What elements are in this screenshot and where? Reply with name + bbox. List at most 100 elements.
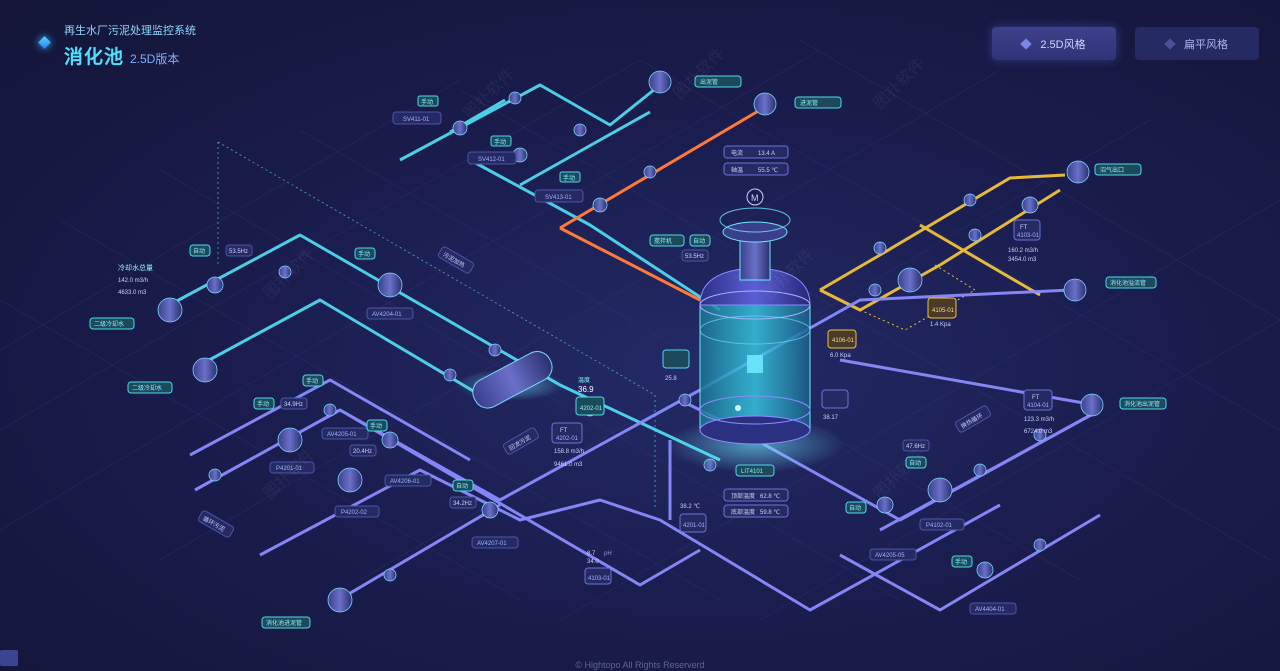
tag-av4207[interactable]: AV4207-01 bbox=[471, 536, 519, 549]
mixer-badge[interactable]: 搅拌机 bbox=[649, 234, 685, 247]
heat-ex-label[interactable]: 换热循环 bbox=[954, 405, 991, 433]
return-sludge-label[interactable]: 回流污泥 bbox=[502, 427, 539, 455]
svg-text:53.5Hz: 53.5Hz bbox=[685, 254, 704, 260]
style-flat-button[interactable]: 扁平风格 bbox=[1135, 27, 1259, 60]
sludge-heat-label[interactable]: 污泥加热 bbox=[437, 246, 474, 274]
boundary-dashes bbox=[217, 141, 656, 510]
secondary-in-label[interactable]: 二级冷却水 bbox=[89, 317, 135, 330]
purple-pipes bbox=[189, 288, 1101, 612]
svg-text:FT: FT bbox=[1032, 395, 1040, 401]
corner-app-icon[interactable] bbox=[0, 650, 18, 666]
tag-av4206[interactable]: AV4206-01 bbox=[384, 474, 432, 487]
cube-icon bbox=[1020, 37, 1033, 50]
tag-sv413[interactable]: SV413-01 bbox=[534, 189, 584, 203]
manual-badge-4[interactable]: 手动 bbox=[354, 247, 376, 260]
auto-badge-2[interactable]: 自动 bbox=[452, 479, 474, 492]
mixer-auto[interactable]: 自动 bbox=[689, 234, 711, 247]
svg-text:158.8 m3/h: 158.8 m3/h bbox=[554, 449, 584, 455]
manual-badge-3[interactable]: 手动 bbox=[559, 171, 581, 183]
svg-text:36.9: 36.9 bbox=[578, 385, 594, 394]
svg-text:手动: 手动 bbox=[306, 377, 318, 385]
page-title: 消化池 bbox=[64, 47, 125, 68]
tag-av4205[interactable]: AV4205-01 bbox=[321, 427, 369, 440]
lit4101-label[interactable]: LIT4101 bbox=[735, 464, 775, 477]
svg-text:pH: pH bbox=[604, 551, 612, 557]
svg-text:47.6Hz: 47.6Hz bbox=[906, 444, 925, 450]
auto-badge-3[interactable]: 自动 bbox=[905, 456, 927, 469]
sludge-in-label[interactable]: 进泥管 bbox=[794, 96, 842, 109]
sludge-in2-label[interactable]: 消化池进泥管 bbox=[261, 616, 311, 629]
svg-text:自动: 自动 bbox=[456, 482, 468, 490]
tag-p4201[interactable]: P4201-01 bbox=[269, 461, 315, 474]
style-25d-button[interactable]: 2.5D风格 bbox=[992, 27, 1116, 60]
level-box-2[interactable] bbox=[821, 389, 849, 409]
svg-text:4201-01: 4201-01 bbox=[683, 523, 706, 529]
tag-av4404[interactable]: AV4404-01 bbox=[969, 602, 1017, 615]
svg-text:SV413-01: SV413-01 bbox=[545, 195, 572, 201]
svg-text:手动: 手动 bbox=[257, 400, 269, 408]
svg-text:SV411-01: SV411-01 bbox=[403, 117, 430, 123]
overflow-label[interactable]: 消化池溢流管 bbox=[1105, 276, 1157, 289]
svg-text:34.2Hz: 34.2Hz bbox=[453, 501, 472, 507]
svg-text:手动: 手动 bbox=[370, 422, 382, 430]
svg-text:LIT4101: LIT4101 bbox=[741, 469, 764, 475]
svg-text:123.3 m3/h: 123.3 m3/h bbox=[1024, 417, 1054, 423]
tag-p4102[interactable]: P4102-01 bbox=[919, 518, 965, 531]
svg-text:FT: FT bbox=[1020, 225, 1028, 231]
sludge-out-label[interactable]: 出泥管 bbox=[694, 75, 742, 88]
svg-text:4104-01: 4104-01 bbox=[1027, 403, 1050, 409]
style-25d-label: 2.5D风格 bbox=[1040, 38, 1086, 51]
ph-tag-box[interactable]: 4103-01 bbox=[584, 567, 612, 585]
digest-out-label[interactable]: 消化池出泥管 bbox=[1119, 397, 1167, 410]
manual-badge-7[interactable]: 手动 bbox=[366, 419, 388, 432]
manual-badge-8[interactable]: 手动 bbox=[951, 555, 973, 568]
svg-text:4106-01: 4106-01 bbox=[832, 338, 855, 344]
svg-text:P4202-02: P4202-02 bbox=[341, 510, 368, 516]
pt4106-box[interactable]: 4106-01 bbox=[827, 329, 857, 349]
svg-text:自动: 自动 bbox=[909, 459, 921, 467]
system-subtitle: 再生水厂污泥处理监控系统 bbox=[64, 25, 196, 37]
circ-sludge-label[interactable]: 循环污泥 bbox=[197, 510, 234, 538]
svg-text:P4201-01: P4201-01 bbox=[276, 466, 303, 472]
tt4201-box[interactable]: 4201-01 bbox=[679, 513, 707, 533]
auto-badge-1[interactable]: 自动 bbox=[189, 244, 211, 257]
footer-copyright: © Hightopo All Rights Reserverd bbox=[575, 660, 705, 670]
floor-grid bbox=[0, 39, 1280, 621]
gas-out-label[interactable]: 沼气出口 bbox=[1094, 163, 1142, 176]
svg-text:M: M bbox=[751, 193, 759, 203]
ft4104-box[interactable]: FT 4104-01 bbox=[1023, 389, 1053, 411]
tag-av4205b[interactable]: AV4205-05 bbox=[869, 548, 917, 561]
svg-text:142.0 m3/h: 142.0 m3/h bbox=[118, 278, 148, 284]
svg-text:自动: 自动 bbox=[193, 247, 205, 255]
tag-p4202[interactable]: P4202-02 bbox=[334, 505, 380, 518]
ft4103-box[interactable]: FT 4103-01 bbox=[1013, 219, 1041, 241]
svg-text:SV412-01: SV412-01 bbox=[478, 157, 505, 163]
svg-text:4103-01: 4103-01 bbox=[1017, 233, 1040, 239]
manual-badge-6[interactable]: 手动 bbox=[302, 374, 324, 387]
svg-text:25.8: 25.8 bbox=[665, 376, 677, 382]
pt4105-box[interactable]: 4105-01 bbox=[927, 297, 957, 319]
tt4202-box[interactable]: 4202-01 bbox=[575, 396, 605, 416]
version-label: 2.5D版本 bbox=[130, 52, 180, 66]
svg-text:AV4205-05: AV4205-05 bbox=[875, 553, 905, 559]
manual-badge-5[interactable]: 手动 bbox=[253, 397, 275, 410]
tag-sv412[interactable]: SV412-01 bbox=[467, 151, 517, 165]
auto-badge-4[interactable]: 自动 bbox=[845, 501, 867, 514]
svg-text:4103-01: 4103-01 bbox=[588, 576, 611, 582]
orange-pipe-a bbox=[559, 226, 701, 302]
secondary-out-label[interactable]: 二级冷却水 bbox=[127, 381, 173, 394]
manual-badge-1[interactable]: 手动 bbox=[417, 95, 439, 107]
freq-30: 34.9Hz bbox=[280, 397, 308, 410]
tag-sv411[interactable]: SV411-01 bbox=[392, 111, 442, 125]
level-box-1[interactable] bbox=[662, 349, 690, 369]
svg-text:手动: 手动 bbox=[494, 138, 506, 146]
svg-text:3454.0 m3: 3454.0 m3 bbox=[1008, 257, 1037, 263]
svg-text:AV4404-01: AV4404-01 bbox=[975, 607, 1005, 613]
svg-text:二级冷却水: 二级冷却水 bbox=[132, 384, 162, 392]
manual-badge-2[interactable]: 手动 bbox=[490, 135, 512, 147]
tag-av4204[interactable]: AV4204-01 bbox=[366, 307, 414, 320]
